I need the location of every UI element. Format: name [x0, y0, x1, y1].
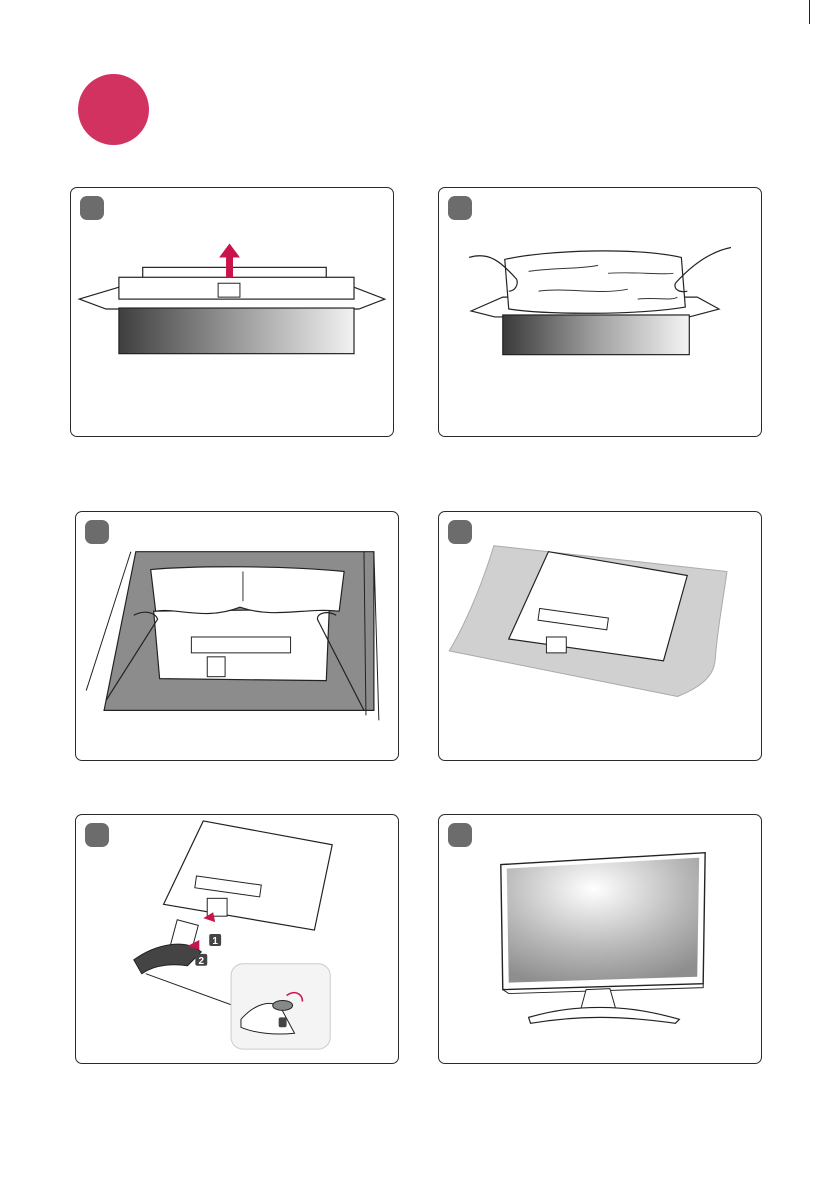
monitor-on-cushion-illustration: [439, 512, 761, 760]
lift-monitor-illustration: [439, 188, 761, 436]
step-panel-1: [70, 187, 394, 437]
section-badge: [78, 74, 149, 145]
step-panel-5: 1 2: [75, 814, 399, 1064]
attach-stand-illustration: 1 2: [76, 815, 398, 1063]
step-panel-2: [438, 187, 762, 437]
callout-1: 1: [212, 936, 218, 947]
step-panel-4: [438, 511, 762, 761]
step-panel-3: [75, 511, 399, 761]
assembled-monitor-illustration: [439, 815, 761, 1063]
callout-2: 2: [199, 956, 205, 967]
unwrap-monitor-illustration: [76, 512, 398, 760]
step-panel-6: [438, 814, 762, 1064]
crop-mark: [809, 0, 810, 24]
open-box-illustration: [71, 188, 393, 436]
